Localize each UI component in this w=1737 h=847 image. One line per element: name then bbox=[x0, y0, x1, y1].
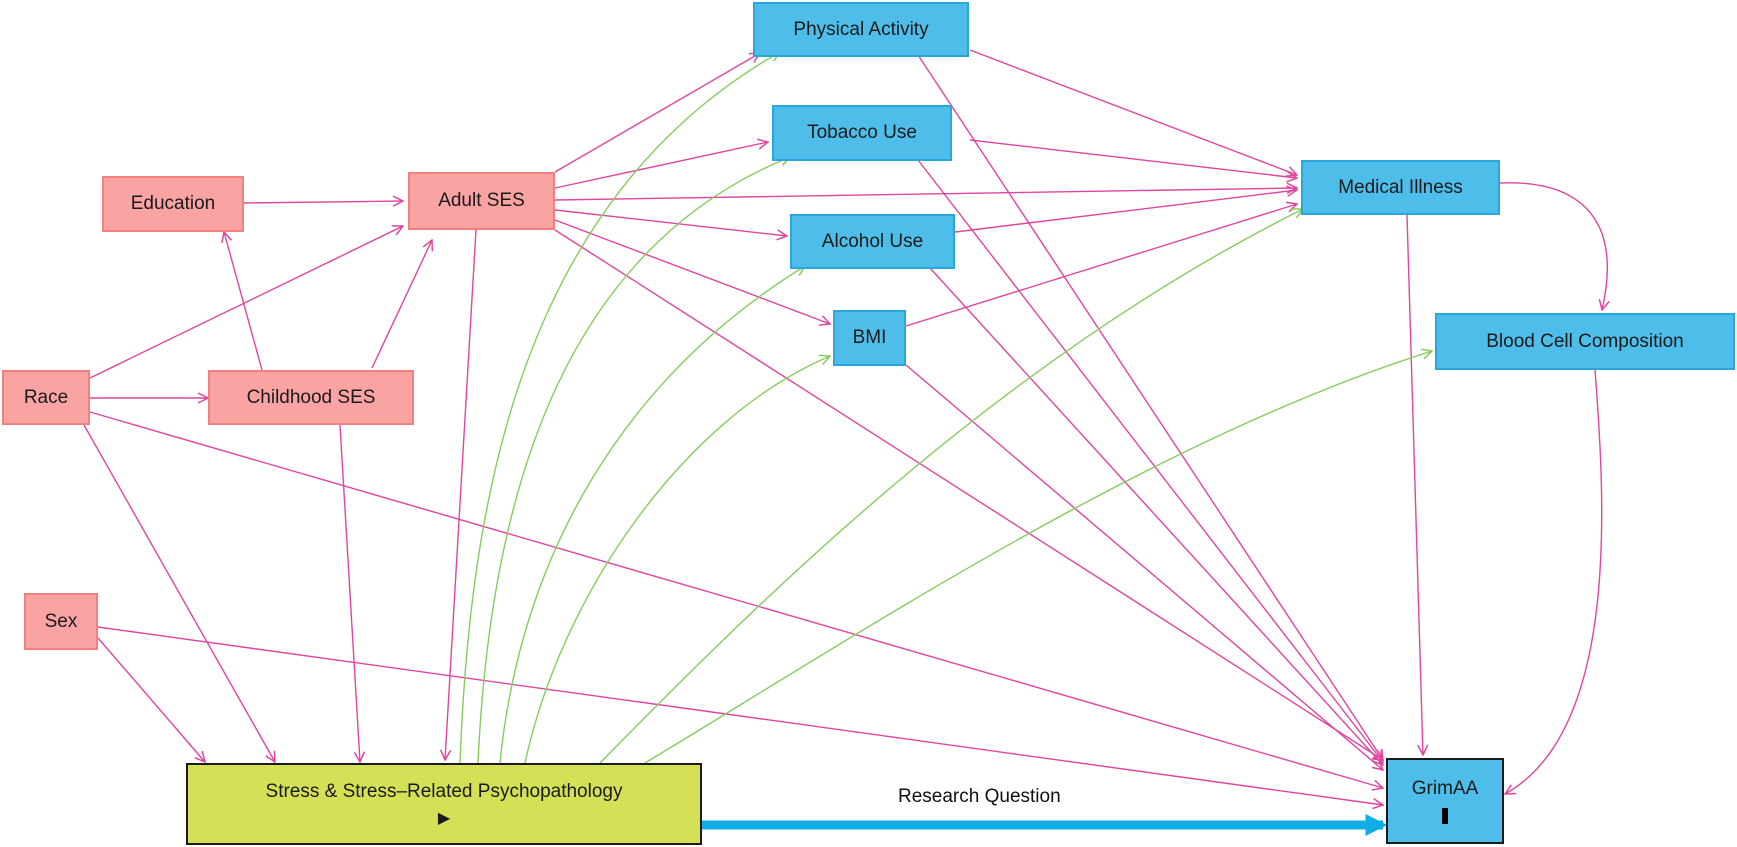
play-icon: ▶ bbox=[437, 810, 451, 827]
edge-stress-bmi bbox=[524, 356, 830, 764]
node-tobacco-use: Tobacco Use bbox=[772, 105, 952, 161]
node-grimaa-label: GrimAA bbox=[1411, 778, 1479, 799]
edge-medical-illness-grimaa bbox=[1406, 214, 1423, 755]
edge-blood-cell-composition-grimaa bbox=[1505, 369, 1603, 794]
node-education: Education bbox=[102, 176, 244, 232]
node-bmi: BMI bbox=[833, 310, 906, 366]
edge-adult-ses-alcohol-use bbox=[554, 209, 787, 236]
edge-alcohol-use-grimaa bbox=[929, 267, 1383, 765]
node-race: Race bbox=[2, 370, 90, 425]
node-medical-illness-label: Medical Illness bbox=[1338, 176, 1463, 198]
node-alcohol-use: Alcohol Use bbox=[790, 214, 955, 269]
research-question-label: Research Question bbox=[898, 786, 1061, 807]
edge-adult-ses-tobacco-use bbox=[554, 142, 768, 189]
bar-icon bbox=[1442, 808, 1448, 824]
node-grimaa: GrimAA bbox=[1386, 758, 1504, 844]
edge-tobacco-use-grimaa bbox=[917, 159, 1383, 762]
node-childhood-ses: Childhood SES bbox=[208, 370, 414, 425]
edge-adult-ses-bmi bbox=[554, 219, 830, 324]
node-stress: Stress & Stress–Related Psychopathology … bbox=[186, 763, 702, 845]
node-medical-illness: Medical Illness bbox=[1301, 160, 1500, 215]
node-physical-activity: Physical Activity bbox=[753, 2, 969, 57]
edge-stress-blood-cell-composition bbox=[644, 351, 1432, 764]
node-education-label: Education bbox=[130, 193, 216, 214]
node-bmi-label: BMI bbox=[852, 327, 887, 348]
edge-adult-ses-physical-activity bbox=[554, 53, 760, 173]
node-sex: Sex bbox=[24, 593, 98, 650]
node-blood-cell-composition: Blood Cell Composition bbox=[1435, 313, 1735, 370]
edge-sex-grimaa bbox=[97, 626, 1383, 805]
node-tobacco-use-label: Tobacco Use bbox=[807, 122, 917, 143]
edge-childhood-ses-stress bbox=[339, 424, 360, 762]
edge-race-adult-ses bbox=[89, 226, 403, 379]
edge-stress-tobacco-use bbox=[477, 157, 790, 764]
edge-adult-ses-stress bbox=[445, 229, 477, 760]
node-stress-label: Stress & Stress–Related Psychopathology bbox=[265, 781, 623, 802]
edge-adult-ses-grimaa bbox=[554, 229, 1383, 760]
edge-race-stress bbox=[83, 424, 275, 762]
edge-tobacco-use-medical-illness bbox=[969, 139, 1297, 178]
node-blood-cell-composition-label: Blood Cell Composition bbox=[1486, 330, 1684, 352]
edge-bmi-medical-illness bbox=[905, 204, 1297, 327]
node-alcohol-use-label: Alcohol Use bbox=[821, 230, 924, 252]
edge-childhood-ses-adult-ses bbox=[371, 240, 432, 369]
node-adult-ses-label: Adult SES bbox=[438, 190, 525, 211]
node-adult-ses: Adult SES bbox=[408, 172, 555, 230]
node-sex-label: Sex bbox=[44, 610, 78, 632]
edge-alcohol-use-medical-illness bbox=[954, 190, 1297, 233]
edge-stress-medical-illness bbox=[599, 209, 1303, 764]
edge-adult-ses-medical-illness bbox=[554, 188, 1297, 201]
edge-stress-alcohol-use bbox=[499, 266, 805, 764]
node-physical-activity-label: Physical Activity bbox=[793, 18, 929, 40]
edge-bmi-grimaa bbox=[905, 364, 1383, 770]
edge-childhood-ses-education bbox=[224, 232, 263, 371]
edge-medical-illness-blood-cell-composition bbox=[1499, 182, 1607, 310]
edge-race-grimaa bbox=[89, 411, 1383, 788]
edge-sex-stress bbox=[97, 637, 205, 762]
edge-stress-physical-activity bbox=[459, 52, 780, 764]
node-race-label: Race bbox=[23, 386, 69, 408]
edge-physical-activity-medical-illness bbox=[969, 49, 1297, 175]
edge-education-adult-ses bbox=[243, 201, 403, 203]
edge-physical-activity-grimaa bbox=[917, 54, 1383, 760]
node-childhood-ses-label: Childhood SES bbox=[246, 386, 376, 408]
